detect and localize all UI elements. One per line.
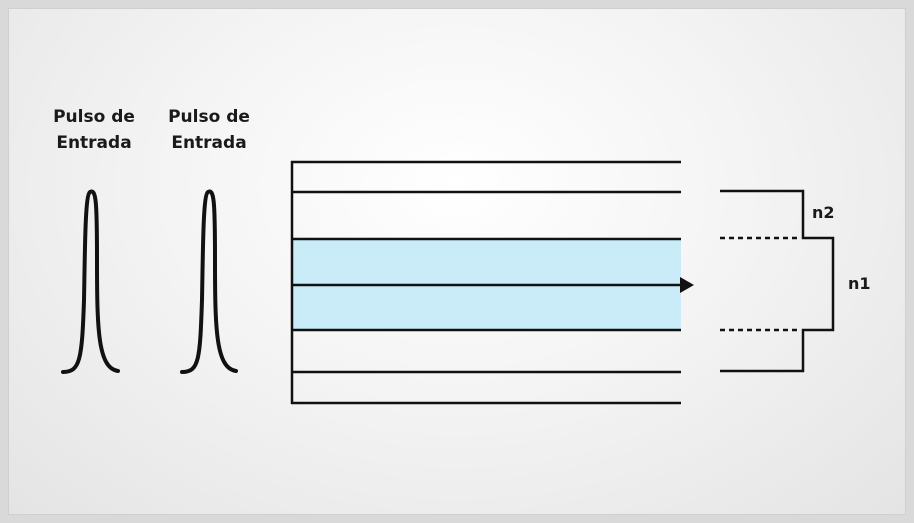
gaussian-pulse-icon	[61, 189, 120, 374]
core-index-label: n1	[848, 274, 871, 293]
index-profile	[720, 189, 835, 373]
pulse-label-1: Pulso de Entrada	[34, 104, 154, 156]
pulse-label-1-line2: Entrada	[56, 133, 132, 153]
arrow-right-icon	[680, 277, 694, 293]
gaussian-pulse-icon	[180, 189, 238, 374]
cladding-index-label: n2	[812, 203, 835, 222]
pulse-label-2: Pulso de Entrada	[149, 104, 269, 156]
pulse-label-1-line1: Pulso de	[53, 107, 135, 127]
pulse-label-2-line2: Entrada	[171, 133, 247, 153]
pulse-label-2-line1: Pulso de	[168, 107, 250, 127]
